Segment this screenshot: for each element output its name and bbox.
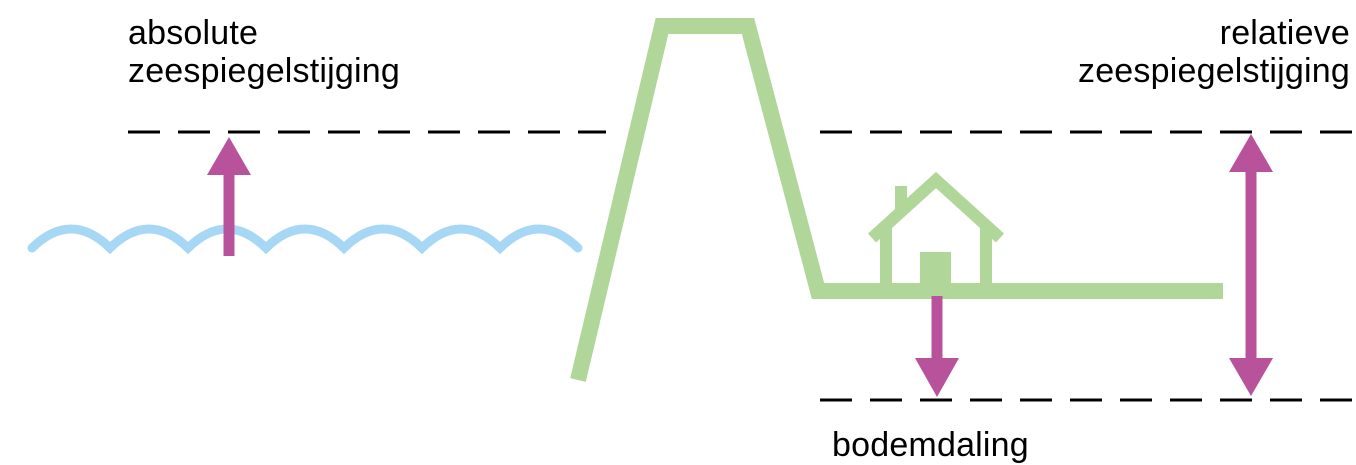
arrow-down-icon	[915, 296, 959, 397]
label-line: bodemdaling	[832, 426, 1029, 464]
label-line: zeespiegelstijging	[1078, 52, 1350, 90]
double-arrow-icon	[1229, 134, 1273, 396]
subsidence-label: bodemdaling	[832, 426, 1029, 464]
label-line: relatieve	[1219, 14, 1350, 52]
waves-icon	[27, 224, 583, 255]
dike-icon	[570, 18, 1223, 382]
label-line: zeespiegelstijging	[128, 52, 400, 90]
relative-sea-level-rise-label: relatieve zeespiegelstijging	[1078, 14, 1350, 90]
arrow-up-icon	[207, 137, 251, 256]
absolute-sea-level-rise-label: absolute zeespiegelstijging	[128, 14, 400, 90]
house-icon	[867, 171, 1005, 288]
label-line: absolute	[128, 14, 259, 52]
